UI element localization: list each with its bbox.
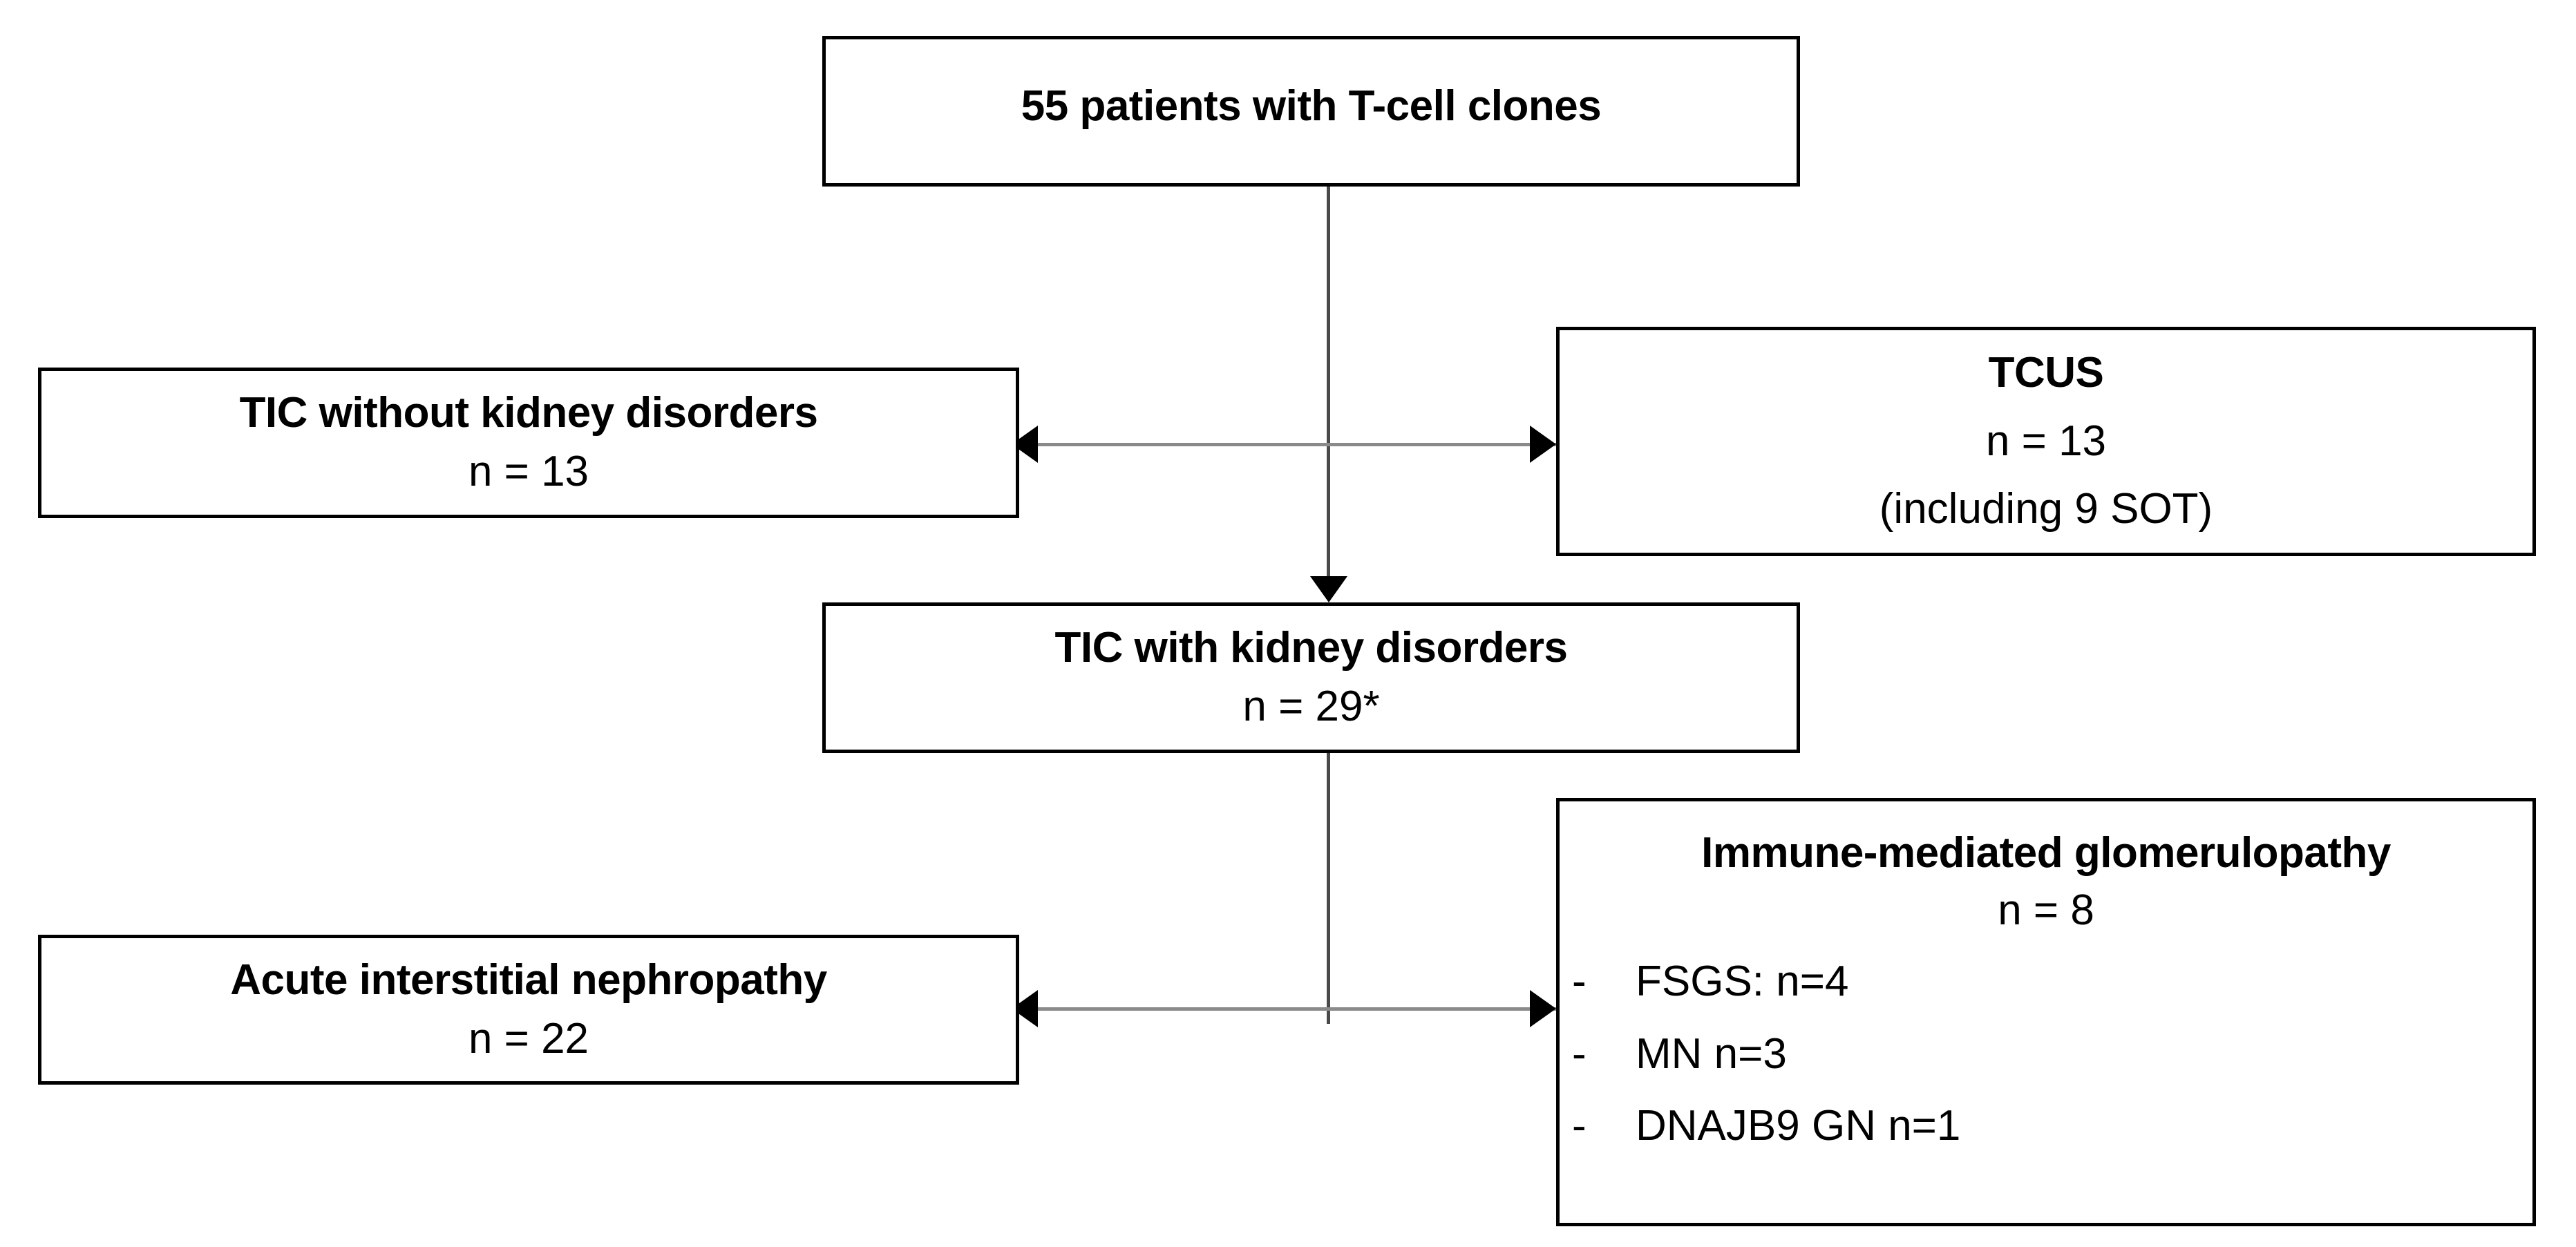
node-tic-without-kidney-title: TIC without kidney disorders: [239, 389, 818, 437]
node-acute-interstitial-nephropathy-title: Acute interstitial nephropathy: [230, 955, 827, 1004]
node-tic-with-kidney-count: n = 29*: [1242, 683, 1380, 730]
node-tic-with-kidney-disorders: TIC with kidney disorders n = 29*: [822, 602, 1800, 753]
node-root-title: 55 patients with T-cell clones: [1021, 82, 1602, 130]
node-tic-with-kidney-title: TIC with kidney disorders: [1054, 624, 1568, 672]
node-tcus-title: TCUS: [1988, 348, 2104, 397]
node-tcus-count: n = 13: [1985, 417, 2107, 465]
dash-bullet-icon: -: [1572, 958, 1587, 1006]
connector-with-kidney-downward: [1327, 753, 1330, 1024]
connector-without-kidney-to-tcus: [1036, 443, 1556, 446]
node-acute-interstitial-nephropathy-count: n = 22: [468, 1014, 589, 1063]
list-item: - FSGS: n=4: [1572, 958, 2532, 1005]
connector-root-to-with-kidney: [1327, 187, 1330, 578]
dash-bullet-icon: -: [1572, 1029, 1587, 1078]
list-item-label: DNAJB9 GN n=1: [1636, 1101, 1961, 1150]
node-acute-interstitial-nephropathy: Acute interstitial nephropathy n = 22: [38, 935, 1019, 1085]
list-item-label: MN n=3: [1636, 1029, 1787, 1078]
node-tcus-note: (including 9 SOT): [1879, 485, 2213, 533]
glomerulopathy-subtype-list: -FSGS: n=4-MN n=3-DNAJB9 GN n=1: [1560, 958, 2532, 1150]
node-tic-without-kidney-count: n = 13: [468, 448, 589, 495]
list-item-label: FSGS: n=4: [1636, 958, 1849, 1006]
node-immune-mediated-glomerulopathy-count: n = 8: [1998, 886, 2094, 934]
node-tcus: TCUS n = 13 (including 9 SOT): [1556, 327, 2536, 556]
list-item: -MN n=3: [1572, 1029, 2532, 1078]
node-root-cohort: 55 patients with T-cell clones: [822, 36, 1800, 187]
dash-bullet-icon: -: [1572, 1101, 1587, 1150]
connector-ain-to-glomerulopathy: [1036, 1007, 1556, 1011]
arrowhead-down-into-with-kidney: [1310, 576, 1347, 602]
arrowhead-right-into-glomerulopathy: [1530, 990, 1556, 1027]
arrowhead-right-into-tcus: [1530, 426, 1556, 463]
node-immune-mediated-glomerulopathy: Immune-mediated glomerulopathy n = 8 - FS…: [1556, 798, 2536, 1226]
list-item: -DNAJB9 GN n=1: [1572, 1101, 2532, 1150]
node-immune-mediated-glomerulopathy-title: Immune-mediated glomerulopathy: [1701, 829, 2391, 877]
node-tic-without-kidney-disorders: TIC without kidney disorders n = 13: [38, 368, 1019, 518]
